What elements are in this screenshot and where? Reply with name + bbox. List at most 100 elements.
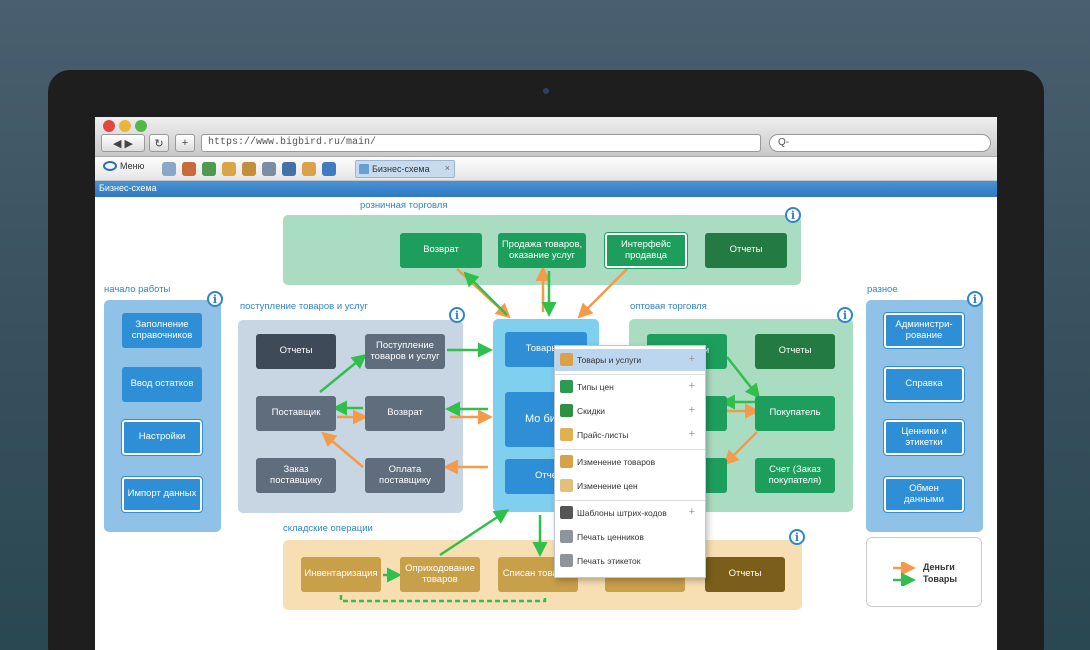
- dropdown-item-print-price-tags[interactable]: Печать ценников: [555, 526, 705, 548]
- user-question-icon[interactable]: [282, 162, 296, 176]
- back-forward-buttons[interactable]: ◀ ▶: [101, 134, 145, 152]
- info-icon[interactable]: i: [967, 291, 983, 307]
- webcam: [543, 88, 549, 94]
- box-settings[interactable]: Настройки: [121, 419, 203, 456]
- new-tab-button[interactable]: +: [175, 134, 195, 152]
- box-buyer[interactable]: Покупатель: [755, 396, 835, 431]
- box-data-exchange[interactable]: Обмен данными: [883, 476, 965, 513]
- info-icon[interactable]: i: [785, 207, 801, 223]
- arrow-goods: [439, 509, 510, 557]
- add-icon[interactable]: +: [688, 428, 695, 440]
- arrow-money: [321, 431, 364, 468]
- region-label-receipt: поступление товаров и услуг: [240, 301, 368, 312]
- dropdown-item-change-goods[interactable]: Изменение товаров: [555, 451, 705, 473]
- box-retail-return[interactable]: Возврат: [400, 233, 482, 268]
- box-fill-directories[interactable]: Заполнение справочников: [122, 313, 202, 348]
- dropdown-item-print-labels[interactable]: Печать этикеток: [555, 550, 705, 572]
- region-label-start: начало работы: [104, 284, 171, 295]
- info-icon[interactable]: i: [789, 529, 805, 545]
- add-icon[interactable]: +: [688, 353, 695, 365]
- box-receipt-return[interactable]: Возврат: [365, 396, 445, 431]
- menu-label: Меню: [120, 161, 145, 171]
- menu-button[interactable]: Меню: [103, 161, 144, 171]
- dropdown-item-barcode-templates[interactable]: Шаблоны штрих-кодов +: [555, 502, 705, 524]
- forward-arrow-icon[interactable]: ▶: [124, 137, 133, 150]
- box-goods-posting[interactable]: Оприходование товаров: [400, 557, 480, 592]
- dropdown-item-change-prices[interactable]: Изменение цен: [555, 475, 705, 497]
- dashed-goods-path: [339, 595, 547, 603]
- goods-services-dropdown: Товары и услуги + Типы цен + Скидки + Пр…: [554, 345, 706, 578]
- box-goods-receipt[interactable]: Поступление товаров и услуг: [365, 334, 445, 369]
- change-goods-icon: [560, 455, 573, 468]
- dropdown-item-label: Типы цен: [577, 382, 614, 392]
- dropdown-item-price-lists[interactable]: Прайс-листы +: [555, 424, 705, 446]
- legend-goods: Товары: [923, 574, 958, 584]
- business-scheme-canvas: розничная торговля i начало работы i пос…: [95, 197, 997, 650]
- box-price-tags-labels[interactable]: Ценники и этикетки: [883, 419, 965, 456]
- info-icon[interactable]: i: [449, 307, 465, 323]
- box-supplier-payment[interactable]: Оплата поставщику: [365, 458, 445, 493]
- dropdown-item-label: Печать этикеток: [577, 556, 641, 566]
- tab-business-scheme[interactable]: Бизнес-схема ×: [355, 160, 455, 178]
- info-icon[interactable]: i: [837, 307, 853, 323]
- arrow-goods: [463, 271, 508, 316]
- dropdown-item-price-types[interactable]: Типы цен +: [555, 376, 705, 398]
- region-label-retail: розничная торговля: [360, 200, 448, 211]
- box-administration[interactable]: Администри- рование: [883, 312, 965, 349]
- box-import-data[interactable]: Импорт данных: [121, 476, 203, 513]
- boxes-icon[interactable]: [222, 162, 236, 176]
- print-price-tag-icon: [560, 530, 573, 543]
- users-icon[interactable]: [202, 162, 216, 176]
- back-arrow-icon[interactable]: ◀: [113, 137, 122, 150]
- price-type-icon: [560, 380, 573, 393]
- box-help[interactable]: Справка: [883, 366, 965, 403]
- region-label-warehouse: складские операции: [283, 523, 373, 534]
- add-icon[interactable]: +: [688, 380, 695, 392]
- box-seller-interface[interactable]: Интерфейс продавца: [604, 232, 688, 269]
- logo-icon: [103, 161, 117, 171]
- box-opening-balances[interactable]: Ввод остатков: [122, 367, 202, 402]
- dropdown-divider: [555, 374, 705, 375]
- box-inventory[interactable]: Инвентаризация: [301, 557, 381, 592]
- trash-icon[interactable]: [322, 162, 336, 176]
- dropdown-item-label: Шаблоны штрих-кодов: [577, 508, 667, 518]
- maximize-window-button[interactable]: [135, 120, 147, 132]
- dropdown-divider: [555, 449, 705, 450]
- package-icon[interactable]: [302, 162, 316, 176]
- box-person-icon[interactable]: [242, 162, 256, 176]
- add-icon[interactable]: +: [688, 404, 695, 416]
- browser-window: ◀ ▶ ↻ + https://www.bigbird.ru/main/ Q- …: [95, 117, 997, 650]
- lock-icon[interactable]: [262, 162, 276, 176]
- add-icon[interactable]: +: [688, 506, 695, 518]
- region-label-misc: разное: [867, 284, 898, 295]
- address-bar[interactable]: https://www.bigbird.ru/main/: [201, 134, 761, 152]
- reload-button[interactable]: ↻: [149, 134, 169, 152]
- box-retail-reports[interactable]: Отчеты: [705, 233, 787, 268]
- tab-label: Бизнес-схема: [372, 164, 430, 174]
- flow-arrows: [319, 266, 761, 603]
- box-warehouse-reports[interactable]: Отчеты: [705, 557, 785, 592]
- minimize-window-button[interactable]: [119, 120, 131, 132]
- box-supplier-order[interactable]: Заказ поставщику: [256, 458, 336, 493]
- cars-icon[interactable]: [162, 162, 176, 176]
- dropdown-item-discounts[interactable]: Скидки +: [555, 400, 705, 422]
- arrow-money: [723, 431, 758, 466]
- discount-icon: [560, 404, 573, 417]
- print-label-icon: [560, 554, 573, 567]
- info-icon[interactable]: i: [207, 291, 223, 307]
- box-supplier[interactable]: Поставщик: [256, 396, 336, 431]
- search-input[interactable]: Q-: [769, 134, 991, 152]
- dropdown-divider: [555, 500, 705, 501]
- box-wholesale-reports[interactable]: Отчеты: [755, 334, 835, 369]
- dropdown-item-goods-services[interactable]: Товары и услуги +: [555, 349, 705, 371]
- goods-icon: [560, 353, 573, 366]
- box-buyer-invoice[interactable]: Счет (Заказ покупателя): [755, 458, 835, 493]
- dropdown-item-label: Скидки: [577, 406, 606, 416]
- people-icon[interactable]: [182, 162, 196, 176]
- breadcrumb: Бизнес-схема: [95, 181, 997, 197]
- close-tab-icon[interactable]: ×: [444, 163, 450, 173]
- scheme-icon: [359, 164, 369, 174]
- close-window-button[interactable]: [103, 120, 115, 132]
- box-retail-sales[interactable]: Продажа товаров, оказание услуг: [498, 233, 586, 268]
- box-receipt-reports[interactable]: Отчеты: [256, 334, 336, 369]
